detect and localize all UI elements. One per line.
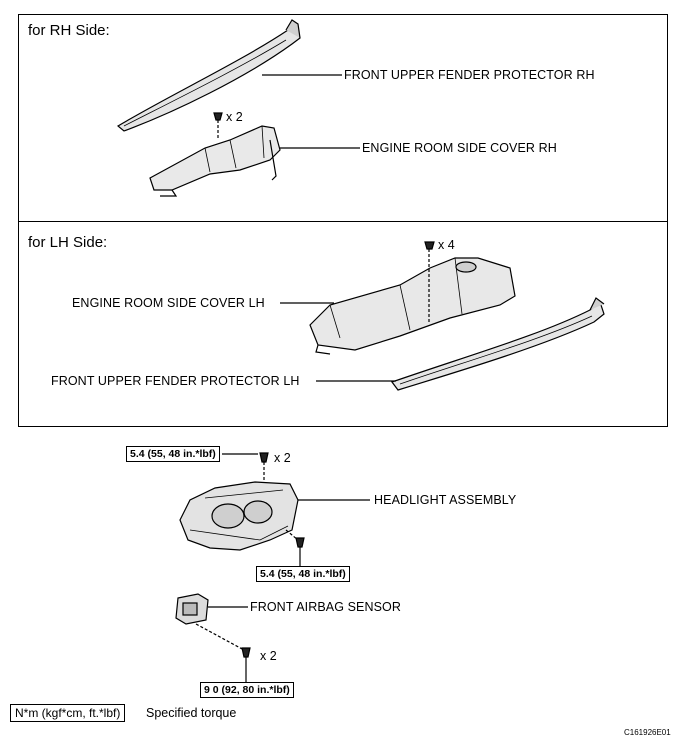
- sensor-bolt-quantity: x 2: [260, 649, 277, 663]
- engine-room-side-cover-lh-drawing: [309, 257, 516, 355]
- lh-clip-quantity: x 4: [438, 238, 455, 252]
- headlight-top-bolt-drawing: [259, 452, 269, 486]
- torque-legend-description: Specified torque: [146, 706, 237, 720]
- headlight-assembly-drawing: [179, 481, 299, 551]
- engine-room-side-cover-rh-label: ENGINE ROOM SIDE COVER RH: [362, 141, 557, 155]
- engine-room-side-cover-lh-label: ENGINE ROOM SIDE COVER LH: [72, 296, 265, 310]
- torque-spec-top-bolt: 5.4 (55, 48 in.*lbf): [126, 446, 220, 462]
- front-upper-fender-protector-rh-drawing: [116, 19, 301, 132]
- headlight-assembly-label: HEADLIGHT ASSEMBLY: [374, 493, 517, 507]
- engine-room-side-cover-rh-drawing: [149, 125, 281, 197]
- rh-clip-quantity: x 2: [226, 110, 243, 124]
- torque-unit-legend-box: N*m (kgf*cm, ft.*lbf): [10, 704, 126, 722]
- torque-spec-lower-bolt: 5.4 (55, 48 in.*lbf): [256, 566, 350, 582]
- top-bolt-quantity: x 2: [274, 451, 291, 465]
- front-upper-fender-protector-rh-label: FRONT UPPER FENDER PROTECTOR RH: [344, 68, 595, 82]
- sensor-bolt-drawing: [195, 623, 251, 682]
- headlight-lower-bolt-drawing: [285, 529, 305, 566]
- clip-rh-drawing: [213, 112, 223, 140]
- front-airbag-sensor-label: FRONT AIRBAG SENSOR: [250, 600, 402, 614]
- lh-side-panel: [18, 221, 668, 427]
- front-upper-fender-protector-lh-label: FRONT UPPER FENDER PROTECTOR LH: [51, 374, 300, 388]
- lh-side-title: for LH Side:: [28, 234, 108, 251]
- rh-side-title: for RH Side:: [28, 22, 110, 39]
- front-airbag-sensor-drawing: [175, 593, 209, 625]
- clip-lh-drawing: [424, 241, 435, 322]
- torque-spec-sensor-bolt: 9 0 (92, 80 in.*lbf): [200, 682, 294, 698]
- figure-code: C161926E01: [624, 728, 671, 737]
- front-upper-fender-protector-lh-drawing: [391, 297, 605, 391]
